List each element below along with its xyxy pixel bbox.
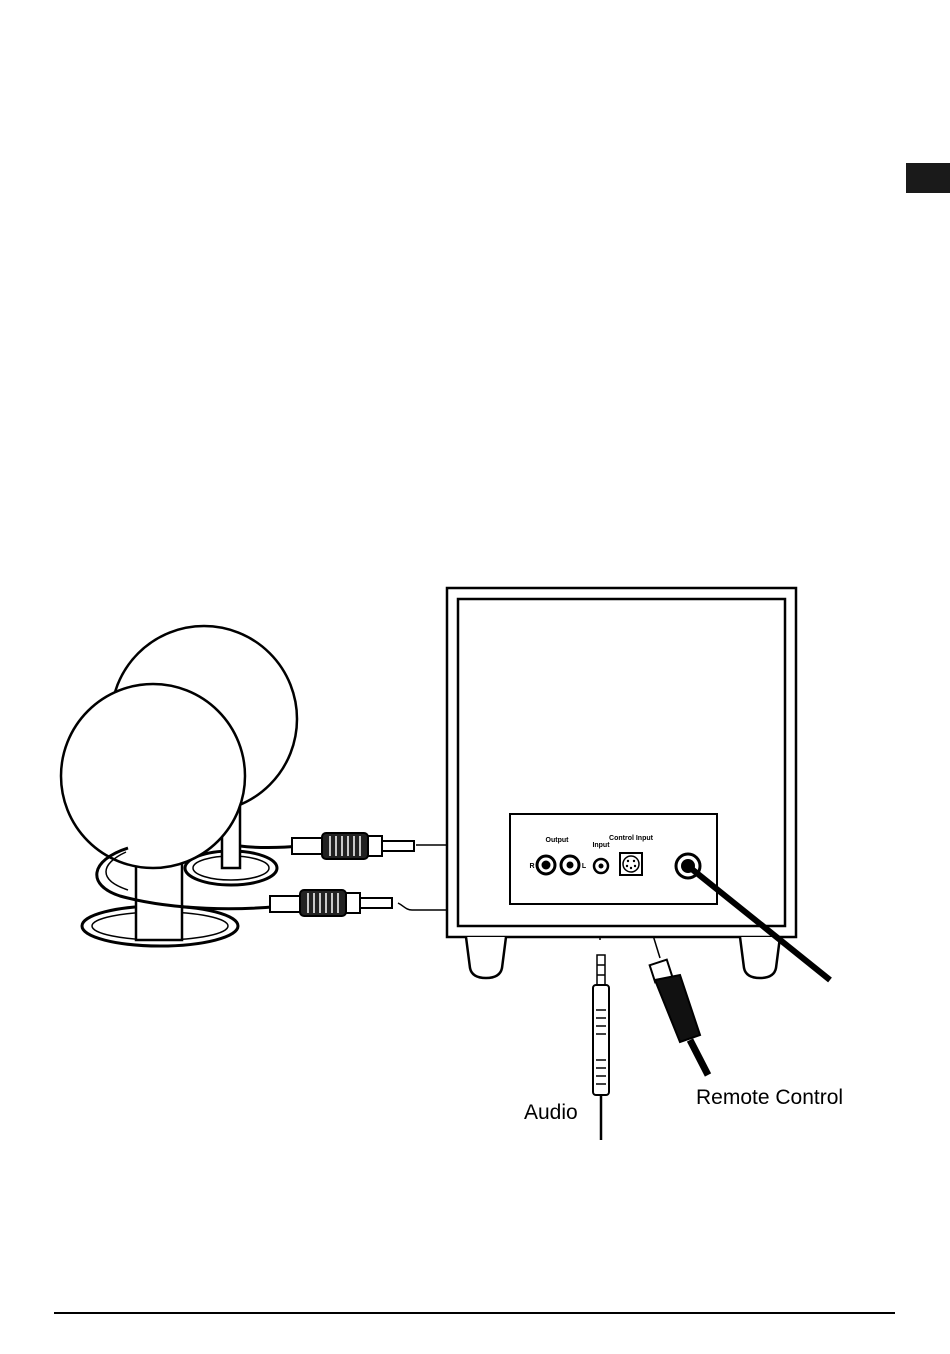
output-label: Output [546, 837, 570, 844]
remote-control-callout-label: Remote Control [696, 1086, 843, 1109]
footer-rule [54, 1312, 895, 1314]
subwoofer-foot-left [466, 937, 506, 978]
control-input-socket-icon [620, 853, 642, 875]
audio-input-jack-icon [594, 859, 608, 873]
satellite-speakers [61, 626, 297, 946]
audio-callout-label: Audio [524, 1101, 578, 1124]
input-label: Input [592, 842, 610, 849]
subwoofer-foot-right [740, 937, 780, 978]
output-jack-left-icon [561, 856, 579, 874]
remote-control-plug-icon [650, 960, 708, 1075]
output-jack-right-icon [537, 856, 555, 874]
subwoofer [447, 588, 796, 978]
front-speaker-ball [61, 684, 245, 868]
output-right-label: R [529, 863, 534, 870]
output-left-label: L [582, 863, 587, 870]
audio-jack-plug-icon [593, 955, 609, 1140]
rca-plug-left-icon [270, 890, 392, 916]
control-input-label: Control Input [609, 835, 654, 842]
rca-plug-right-icon [292, 833, 414, 859]
